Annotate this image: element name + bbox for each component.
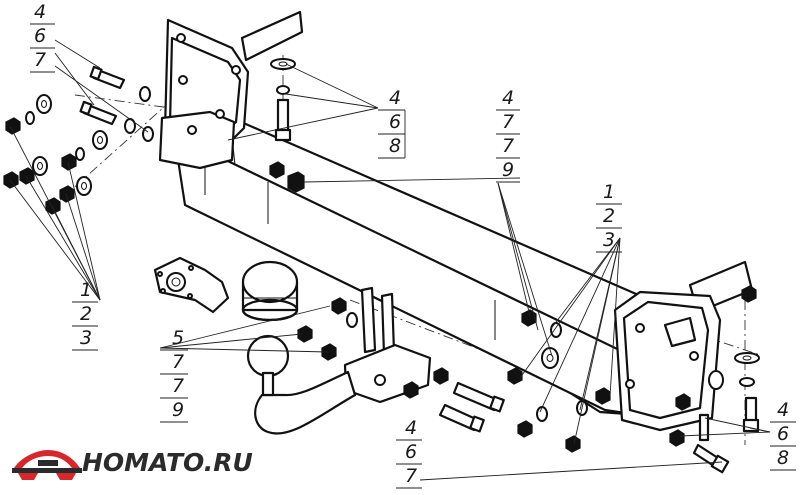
nut (297, 325, 313, 343)
washer (734, 352, 760, 364)
callout-group: 4 6 7 (396, 417, 422, 489)
washers (25, 58, 760, 422)
callout-number: 1 (80, 279, 92, 301)
washer (270, 58, 296, 70)
car-emblem-icon (12, 450, 82, 480)
nut (433, 367, 449, 385)
washer (25, 111, 35, 125)
callout-group: 5 7 7 9 (160, 327, 188, 423)
washer (276, 85, 290, 95)
callout-group: 4 6 7 (30, 1, 55, 73)
callout-number: 5 (172, 327, 184, 349)
nut (565, 435, 581, 453)
callout-group: 1 2 3 (72, 279, 98, 351)
callout-number: 4 (777, 399, 789, 421)
callout-number: 9 (502, 159, 514, 181)
washer (75, 147, 85, 161)
left-bracket (158, 10, 304, 170)
nut (59, 185, 75, 203)
callout-number: 7 (34, 49, 46, 71)
callout-number: 1 (603, 181, 615, 203)
nut (269, 161, 285, 179)
callout-number: 6 (34, 25, 46, 47)
washer (536, 406, 548, 422)
nut (321, 343, 337, 361)
nut (5, 117, 21, 135)
washer (124, 118, 136, 134)
callout-number: 9 (172, 399, 184, 421)
washer (92, 130, 108, 150)
callout-number: 7 (405, 465, 417, 487)
callout-number: 8 (389, 135, 401, 157)
nut (741, 285, 757, 303)
nut (19, 167, 35, 185)
callout-group: 1 2 3 (596, 181, 622, 253)
nut (675, 393, 691, 411)
callout-number: 4 (502, 87, 514, 109)
washer (346, 312, 358, 328)
washer (739, 377, 755, 387)
callout-number: 6 (405, 441, 417, 463)
callout-number: 3 (603, 229, 615, 251)
washer (708, 370, 724, 390)
washer (550, 322, 562, 338)
bolts (79, 65, 760, 474)
leader-lines (9, 39, 771, 481)
callout-number: 3 (80, 327, 92, 349)
washer (36, 94, 52, 114)
callout-number: 4 (389, 87, 401, 109)
callout-number: 7 (172, 351, 184, 373)
nut (403, 381, 419, 399)
callout-number: 8 (777, 447, 789, 469)
callout-group: 4 6 8 (770, 399, 796, 471)
washer (32, 156, 48, 176)
callout-number: 7 (502, 111, 514, 133)
nut (669, 429, 685, 447)
nut (3, 171, 19, 189)
callout-group: 4 6 8 (378, 87, 406, 159)
nut (61, 153, 77, 171)
ball-cap (241, 260, 299, 322)
callout-number: 4 (405, 417, 417, 439)
callout-number: 2 (603, 205, 615, 227)
logo-text: HOMATO.RU (82, 448, 253, 477)
nut (517, 420, 533, 438)
callout-number: 7 (502, 135, 514, 157)
nut (287, 171, 305, 193)
callout-group: 4 7 7 9 (496, 87, 520, 183)
washer (541, 347, 559, 369)
callout-number: 7 (172, 375, 184, 397)
callout-number: 2 (80, 303, 92, 325)
right-bracket (613, 260, 754, 432)
nut (595, 387, 611, 405)
callout-number: 4 (34, 1, 46, 23)
washer (76, 176, 92, 196)
callout-number: 6 (389, 111, 401, 133)
callout-number: 6 (777, 423, 789, 445)
nut (507, 367, 523, 385)
socket-bracket (153, 256, 230, 314)
washer (139, 86, 151, 102)
nut (331, 297, 347, 315)
